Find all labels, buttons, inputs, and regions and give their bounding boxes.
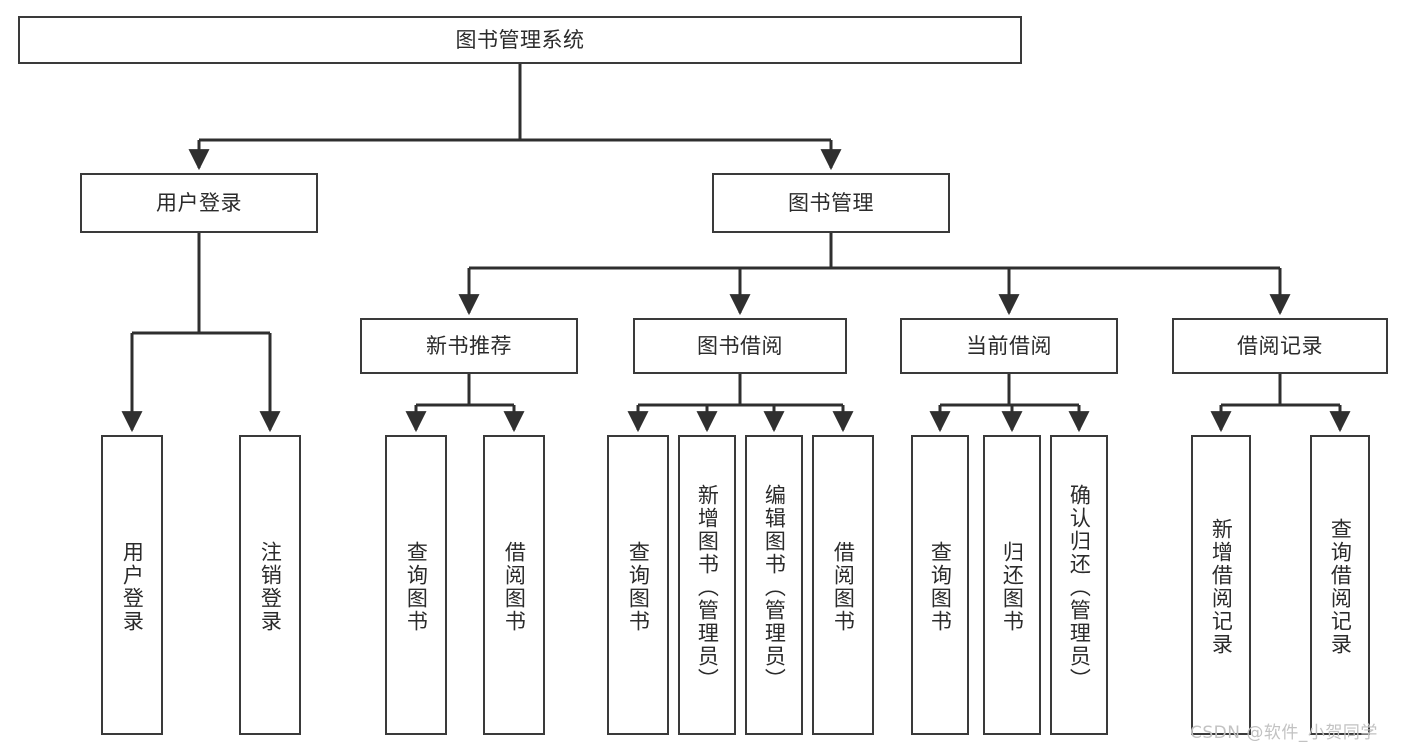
leaf-edit-book-admin[interactable]: 编辑图书（管理员） [745, 435, 803, 735]
node-root-label: 图书管理系统 [455, 27, 585, 52]
leaf-query-book-cb[interactable]: 查询图书 [911, 435, 969, 735]
node-new-book-recommend-label: 新书推荐 [426, 333, 512, 358]
leaf-add-borrow-record[interactable]: 新增借阅记录 [1191, 435, 1251, 735]
node-borrow-record-label: 借阅记录 [1237, 333, 1323, 358]
node-borrow-record[interactable]: 借阅记录 [1172, 318, 1388, 374]
watermark: CSDN @软件_小贺同学 [1190, 723, 1378, 743]
leaf-query-book-bb[interactable]: 查询图书 [607, 435, 669, 735]
leaf-label: 借阅图书 [502, 541, 527, 633]
leaf-return-book[interactable]: 归还图书 [983, 435, 1041, 735]
leaf-label: 借阅图书 [831, 541, 856, 633]
leaf-label: 查询借阅记录 [1328, 518, 1353, 656]
node-book-management-label: 图书管理 [788, 190, 874, 215]
leaf-borrow-book-bb[interactable]: 借阅图书 [812, 435, 874, 735]
leaf-label: 查询图书 [404, 541, 429, 633]
leaf-label: 确认归还（管理员） [1067, 483, 1092, 691]
leaf-query-book-nbr[interactable]: 查询图书 [385, 435, 447, 735]
node-current-borrow[interactable]: 当前借阅 [900, 318, 1118, 374]
leaf-label: 编辑图书（管理员） [762, 483, 787, 691]
node-book-management[interactable]: 图书管理 [712, 173, 950, 233]
node-user-login-label: 用户登录 [156, 190, 242, 215]
node-current-borrow-label: 当前借阅 [966, 333, 1052, 358]
leaf-logout[interactable]: 注销登录 [239, 435, 301, 735]
leaf-add-book-admin[interactable]: 新增图书（管理员） [678, 435, 736, 735]
leaf-query-borrow-record[interactable]: 查询借阅记录 [1310, 435, 1370, 735]
node-root[interactable]: 图书管理系统 [18, 16, 1022, 64]
leaf-user-login[interactable]: 用户登录 [101, 435, 163, 735]
leaf-label: 归还图书 [1000, 541, 1025, 633]
leaf-label: 新增借阅记录 [1209, 518, 1234, 656]
leaf-label: 注销登录 [258, 541, 283, 633]
leaf-label: 查询图书 [928, 541, 953, 633]
leaf-label: 新增图书（管理员） [695, 483, 720, 691]
leaf-confirm-return-admin[interactable]: 确认归还（管理员） [1050, 435, 1108, 735]
leaf-label: 用户登录 [120, 541, 145, 633]
leaf-label: 查询图书 [626, 541, 651, 633]
leaf-borrow-book-nbr[interactable]: 借阅图书 [483, 435, 545, 735]
node-book-borrow-label: 图书借阅 [697, 333, 783, 358]
node-new-book-recommend[interactable]: 新书推荐 [360, 318, 578, 374]
node-user-login[interactable]: 用户登录 [80, 173, 318, 233]
node-book-borrow[interactable]: 图书借阅 [633, 318, 847, 374]
